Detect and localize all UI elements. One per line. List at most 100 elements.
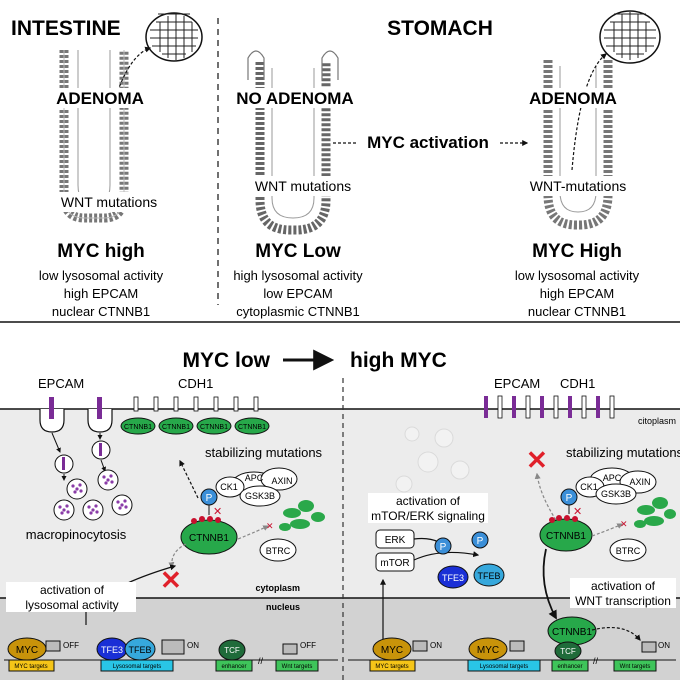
- myc-activation-label: MYC activation: [367, 133, 489, 152]
- left-lyso-on: ON: [187, 641, 199, 650]
- right-p-tfe3-label: P: [440, 542, 447, 553]
- right-ctnnb1-label: CTNNB1: [546, 531, 586, 542]
- left-tfe3-label: TFE3: [101, 645, 123, 655]
- top-panel: INTESTINE ADENOMA WNT mutations MYC high…: [0, 10, 680, 323]
- left-myc-gene: [45, 640, 61, 652]
- left-enhancer-box: [215, 659, 253, 672]
- right-lyso-targets-box: [467, 659, 541, 672]
- heading-high-myc: high MYC: [350, 349, 447, 372]
- right-phospho-p: P: [560, 488, 578, 514]
- right-wnt-activation-arrow: [591, 627, 641, 641]
- membrane-ctnnb1-4: CTNNB1: [238, 424, 266, 431]
- right-wnt-on: ON: [658, 641, 670, 650]
- stomach-left-mutation-bg: [246, 176, 356, 196]
- right-p-label: P: [566, 493, 573, 504]
- left-lysosome-vesicles: [53, 469, 133, 521]
- right-mtor-activation-bg: [368, 493, 488, 523]
- left-degraded-fragments: [279, 500, 325, 531]
- stomach-right-mutation-bg: [520, 176, 634, 196]
- right-mtor-activation-1: activation of: [396, 494, 461, 508]
- right-ck1: CK1: [580, 482, 598, 492]
- right-myc-gene: [412, 640, 428, 652]
- left-stabilizing-arrow: [179, 459, 199, 499]
- lysosome-dot: [124, 505, 128, 509]
- lysosome-dot: [110, 480, 114, 484]
- right-myc-label: MYC: [381, 645, 403, 656]
- stomach-right-feature-2: high EPCAM: [540, 286, 614, 301]
- intestine-mutation: WNT mutations: [61, 194, 157, 210]
- stomach-right-mutation: WNT-mutations: [530, 178, 626, 194]
- stomach-expansion-arrow: [571, 53, 607, 171]
- left-gsk3b: GSK3B: [245, 491, 275, 501]
- left-myc-targets: MYC targets: [14, 664, 47, 670]
- right-faded-vesicles: [395, 426, 470, 493]
- intestine-feature-3: nuclear CTNNB1: [52, 304, 150, 319]
- right-degradation-arrow: [591, 523, 624, 537]
- lysosome-dot: [102, 475, 106, 479]
- lysosome-dot: [58, 505, 62, 509]
- right-btrc-label: BTRC: [616, 546, 641, 556]
- right-wnt-targets-box: [613, 659, 657, 672]
- lysosome-dot: [123, 499, 127, 503]
- left-btrc-label: BTRC: [266, 546, 291, 556]
- stomach-left-feature-1: high lysosomal activity: [233, 268, 363, 283]
- stomach-left-state: NO ADENOMA: [236, 89, 353, 108]
- left-block-mark: ✕: [213, 506, 222, 518]
- right-enhancer-box: [551, 659, 589, 672]
- left-membrane-ctnnb1: CTNNB1 CTNNB1 CTNNB1 CTNNB1: [120, 417, 270, 435]
- lysosome-dot: [65, 504, 69, 508]
- right-lyso-targets: Lysosomal targets: [480, 664, 528, 670]
- left-lyso-gene: [161, 639, 185, 655]
- right-membrane-return-arrow: [534, 472, 557, 521]
- intestine-feature-1: low lysosomal activity: [39, 268, 164, 283]
- right-membrane-receptors: [484, 395, 615, 419]
- stomach-right-state: ADENOMA: [529, 89, 617, 108]
- stomach-left-feature-2: low EPCAM: [263, 286, 332, 301]
- left-myc-targets-box: [8, 659, 55, 672]
- right-cdh1-label: CDH1: [560, 376, 595, 391]
- left-lyso-activation-bg: [6, 582, 136, 612]
- lysosome-dot: [71, 484, 75, 488]
- right-wnt-targets: Wnt targets: [620, 664, 651, 670]
- right-erk-label: ERK: [385, 535, 406, 546]
- right-myc-targets: MYC targets: [375, 664, 408, 670]
- citoplasm-label: citoplasm: [638, 416, 676, 426]
- left-axin: AXIN: [271, 476, 292, 486]
- right-dna-break: //: [593, 656, 599, 666]
- right-p-tfeb-label: P: [477, 536, 484, 547]
- lysosome-dot: [120, 503, 124, 507]
- right-tfe3: [437, 565, 469, 589]
- left-stabilizing-label: stabilizing mutations: [205, 445, 323, 460]
- left-lyso-targets: Lysosomal targets: [113, 664, 161, 670]
- right-myc-targets-box: [369, 659, 416, 672]
- right-gsk3b: GSK3B: [601, 489, 631, 499]
- left-cdh1-receptors: [133, 396, 259, 412]
- right-lyso-gene: [509, 640, 525, 652]
- cytoplasm-bg: [0, 409, 680, 598]
- stomach-right-state-bg: [524, 88, 620, 108]
- stomach-adenoma-cluster: [599, 10, 661, 64]
- cytoplasm-label: cytoplasm: [255, 583, 300, 593]
- right-red-cross: ✕: [526, 445, 548, 475]
- stomach-gland-normal: [247, 50, 339, 235]
- left-wnt-targets: Wnt targets: [282, 664, 313, 670]
- left-endocytic-vesicles: [51, 432, 111, 481]
- left-degradation-arrow: [237, 525, 270, 540]
- left-epcam-invaginations: [39, 397, 113, 433]
- right-mtor-activation-2: mTOR/ERK signaling: [371, 509, 485, 523]
- lysosome-dot: [89, 511, 93, 515]
- left-dna-break: //: [258, 656, 264, 666]
- lysosome-dot: [109, 474, 113, 478]
- intestine-state-bg: [52, 88, 148, 108]
- intestine-myc: MYC high: [57, 241, 145, 262]
- heading-myc-low: MYC low: [183, 349, 271, 372]
- left-wnt-gene: [282, 643, 298, 655]
- lysosome-dot: [79, 489, 83, 493]
- right-destruction-complex: APC AXIN CK1 GSK3B: [575, 467, 657, 505]
- right-nuclear-entry-arrow: [542, 548, 557, 620]
- lysosome-dot: [116, 500, 120, 504]
- left-tfeb-label: TFEB: [128, 645, 151, 655]
- intestine-state: ADENOMA: [56, 89, 144, 108]
- stomach-gland-adenoma: [543, 60, 613, 230]
